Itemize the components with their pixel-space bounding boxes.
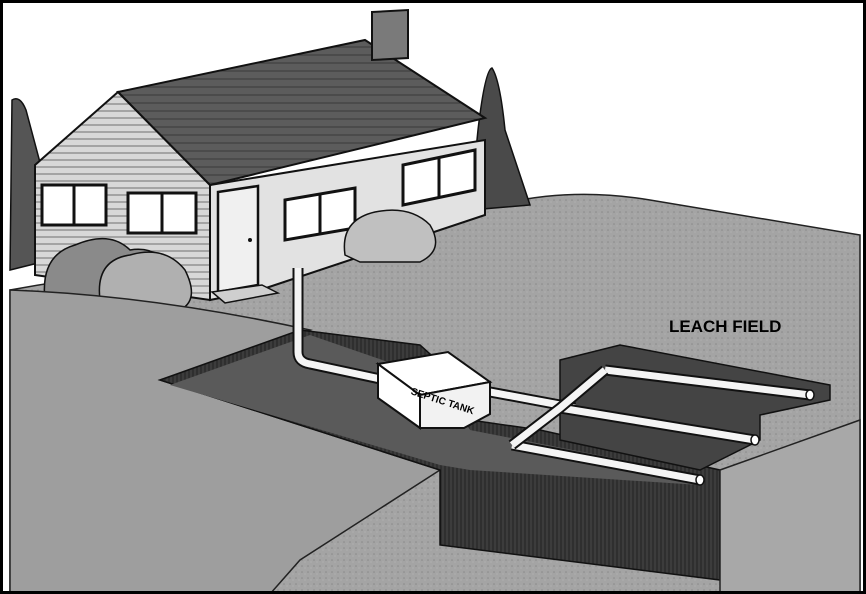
front-steps [210,284,281,304]
front-door [216,184,260,294]
leach-field-pipes [488,364,815,486]
house-drain-pipe [294,268,386,384]
shrub-left-front [98,251,193,311]
shrub-right [343,209,437,263]
septic-tank: SEPTIC TANK [375,350,493,430]
leach-field-label: LEACH FIELD [669,317,781,336]
front-lawn-right [719,418,861,594]
house-roof [115,38,488,187]
chimney [371,8,409,62]
